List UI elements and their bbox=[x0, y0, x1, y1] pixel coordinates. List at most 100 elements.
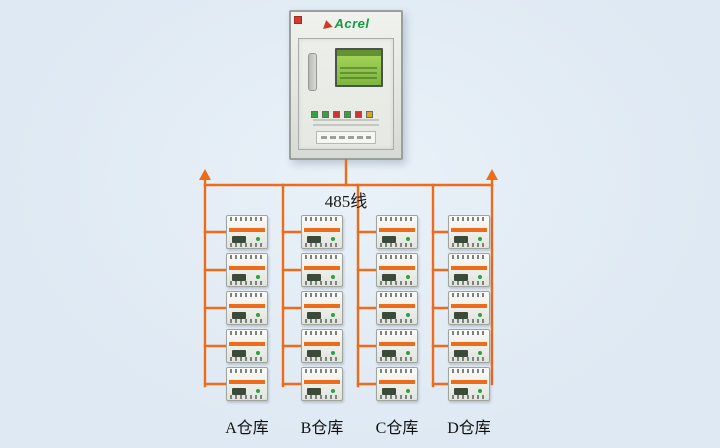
meter-device bbox=[376, 329, 418, 363]
device-brand-stripe bbox=[229, 228, 265, 232]
device-display bbox=[454, 312, 468, 319]
meter-device bbox=[301, 329, 343, 363]
device-display bbox=[307, 388, 321, 395]
brand-name: Acrel bbox=[334, 16, 370, 31]
device-display bbox=[307, 312, 321, 319]
device-display bbox=[454, 236, 468, 243]
device-led bbox=[331, 237, 335, 241]
device-led bbox=[256, 351, 260, 355]
device-brand-stripe bbox=[379, 342, 415, 346]
device-column-d bbox=[448, 215, 490, 401]
device-display bbox=[382, 350, 396, 357]
lcd-screen bbox=[335, 48, 383, 87]
meter-device bbox=[448, 253, 490, 287]
device-led bbox=[331, 351, 335, 355]
device-display bbox=[382, 274, 396, 281]
device-display bbox=[382, 312, 396, 319]
device-display bbox=[307, 236, 321, 243]
meter-device bbox=[226, 253, 268, 287]
device-brand-stripe bbox=[304, 304, 340, 308]
device-stack bbox=[226, 215, 268, 401]
column-label-c: C仓库 bbox=[375, 420, 419, 437]
device-led bbox=[478, 389, 482, 393]
brand-logo: Acrel bbox=[291, 16, 401, 31]
device-stack bbox=[301, 215, 343, 401]
meter-device bbox=[376, 367, 418, 401]
device-display bbox=[232, 350, 246, 357]
device-display bbox=[232, 388, 246, 395]
device-display bbox=[454, 388, 468, 395]
device-brand-stripe bbox=[304, 228, 340, 232]
device-led bbox=[406, 237, 410, 241]
device-led bbox=[256, 389, 260, 393]
device-brand-stripe bbox=[451, 380, 487, 384]
indicator-button bbox=[355, 111, 362, 118]
meter-device bbox=[376, 253, 418, 287]
device-column-c bbox=[376, 215, 418, 401]
meter-device bbox=[448, 215, 490, 249]
device-display bbox=[232, 274, 246, 281]
device-led bbox=[406, 351, 410, 355]
device-led bbox=[406, 389, 410, 393]
meter-device bbox=[301, 215, 343, 249]
device-stack bbox=[376, 215, 418, 401]
meter-device bbox=[448, 291, 490, 325]
device-brand-stripe bbox=[451, 228, 487, 232]
meter-device bbox=[301, 367, 343, 401]
device-brand-stripe bbox=[229, 266, 265, 270]
column-label-a: A仓库 bbox=[225, 420, 269, 437]
device-brand-stripe bbox=[304, 266, 340, 270]
meter-device bbox=[448, 367, 490, 401]
device-led bbox=[478, 237, 482, 241]
device-brand-stripe bbox=[451, 304, 487, 308]
device-brand-stripe bbox=[304, 380, 340, 384]
bus-arrow-left bbox=[199, 169, 211, 180]
device-display bbox=[307, 274, 321, 281]
device-column-b bbox=[301, 215, 343, 401]
device-brand-stripe bbox=[304, 342, 340, 346]
device-brand-stripe bbox=[379, 228, 415, 232]
device-column-a bbox=[226, 215, 268, 401]
cabinet-door bbox=[298, 38, 394, 150]
column-label-b: B仓库 bbox=[300, 420, 344, 437]
control-cabinet: Acrel bbox=[289, 10, 403, 160]
device-stack bbox=[448, 215, 490, 401]
device-brand-stripe bbox=[229, 342, 265, 346]
device-led bbox=[406, 313, 410, 317]
bus-arrow-right bbox=[486, 169, 498, 180]
indicator-button bbox=[344, 111, 351, 118]
status-led bbox=[294, 16, 302, 24]
meter-device bbox=[448, 329, 490, 363]
device-brand-stripe bbox=[229, 380, 265, 384]
device-led bbox=[406, 275, 410, 279]
cabinet-nameplate bbox=[316, 131, 376, 144]
device-led bbox=[256, 275, 260, 279]
device-display bbox=[232, 236, 246, 243]
device-led bbox=[331, 313, 335, 317]
indicator-button bbox=[333, 111, 340, 118]
meter-device bbox=[301, 291, 343, 325]
bus-label: 485线 bbox=[324, 192, 368, 211]
device-brand-stripe bbox=[451, 342, 487, 346]
device-display bbox=[454, 274, 468, 281]
device-display bbox=[307, 350, 321, 357]
device-brand-stripe bbox=[379, 380, 415, 384]
indicator-button bbox=[311, 111, 318, 118]
device-brand-stripe bbox=[229, 304, 265, 308]
meter-device bbox=[226, 291, 268, 325]
brand-logo-icon bbox=[321, 19, 334, 29]
meter-device bbox=[226, 367, 268, 401]
device-display bbox=[382, 236, 396, 243]
device-brand-stripe bbox=[451, 266, 487, 270]
device-led bbox=[478, 351, 482, 355]
cabinet-vents bbox=[313, 119, 379, 127]
device-brand-stripe bbox=[379, 266, 415, 270]
indicator-button bbox=[366, 111, 373, 118]
cabinet-handle bbox=[308, 53, 317, 91]
column-label-d: D仓库 bbox=[447, 420, 491, 437]
device-led bbox=[256, 237, 260, 241]
device-display bbox=[382, 388, 396, 395]
cabinet-button-row bbox=[311, 111, 373, 118]
device-led bbox=[256, 313, 260, 317]
meter-device bbox=[226, 329, 268, 363]
